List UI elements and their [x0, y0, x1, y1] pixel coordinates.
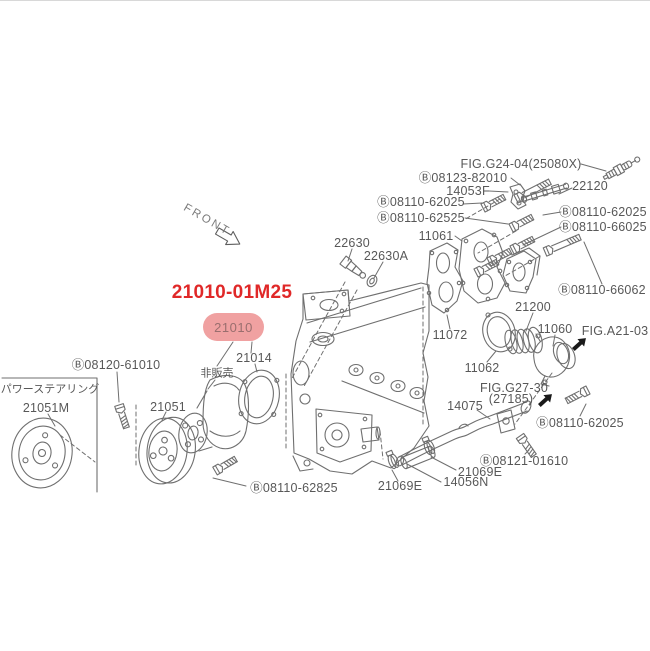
label-21200: 21200 — [515, 299, 551, 314]
label-27185: (27185) — [488, 391, 534, 406]
spark-plug-icon — [602, 156, 641, 180]
label-fig-g24-04: FIG.G24-04(25080X) — [460, 156, 582, 171]
selected-part-number-title: 21010-01M25 — [171, 282, 293, 303]
water-hose-drawing — [385, 435, 436, 470]
label-14053f: 14053F — [446, 183, 490, 198]
label-08110-62825: Ⓑ08110-62825 — [250, 480, 338, 495]
label-21051: 21051 — [150, 399, 186, 414]
label-22630a: 22630A — [363, 248, 409, 263]
label-11061: 11061 — [418, 228, 454, 243]
label-11062: 11062 — [464, 360, 500, 375]
leader-lines — [47, 163, 607, 487]
power-steering-pulley-drawing — [1, 377, 98, 493]
label-14056n: 14056N — [443, 474, 489, 489]
fig-a21-arrow-icon — [572, 338, 586, 351]
label-22630: 22630 — [334, 235, 370, 250]
label-08110-62025-b: Ⓑ08110-62025 — [559, 204, 647, 219]
label-08110-62025-a: Ⓑ08110-62025 — [377, 194, 465, 209]
assembly-dashed-lines — [59, 198, 553, 467]
label-14075: 14075 — [447, 398, 483, 413]
water-pipe-drawing — [395, 400, 532, 467]
fig-g27-arrow-icon — [538, 394, 552, 407]
label-11072: 11072 — [432, 327, 468, 342]
label-21069e-b: 21069E — [377, 478, 423, 493]
label-fig-g27-30: FIG.G27-30 — [480, 380, 548, 395]
hose-clamp-icon — [421, 435, 436, 456]
label-11060: 11060 — [537, 321, 573, 336]
sensor-washer-icon — [366, 274, 378, 288]
thermostat-drawing — [482, 311, 576, 387]
highlighted-part-bubble[interactable]: 21010 — [203, 313, 264, 341]
label-08123-82010: Ⓑ08123-82010 — [418, 170, 508, 185]
thermo-sensor-icon — [339, 255, 367, 279]
label-22120: 22120 — [572, 178, 608, 193]
label-21051m: 21051M — [22, 400, 70, 415]
engine-block-drawing — [290, 282, 430, 475]
water-pump-drawing — [178, 369, 280, 454]
label-08110-66062: Ⓑ08110-66062 — [558, 282, 646, 297]
front-arrow-icon — [214, 227, 241, 246]
bolt-icons — [114, 177, 591, 476]
label-hihanbai: 非販売 — [200, 367, 234, 380]
front-cover-drawing — [426, 228, 541, 314]
label-21069e-a: 21069E — [457, 464, 503, 479]
label-power-steering: パワーステアリング — [0, 383, 100, 396]
label-08110-62525: Ⓑ08110-62525 — [377, 210, 465, 225]
label-08110-62025-c: Ⓑ08110-62025 — [536, 415, 624, 430]
label-21014: 21014 — [236, 350, 272, 365]
label-08120-61010: Ⓑ08120-61010 — [71, 357, 161, 372]
label-08110-66025: Ⓑ08110-66025 — [559, 219, 647, 234]
label-08121-01610: Ⓑ08121-01610 — [479, 453, 569, 468]
power-steering-section-border — [1, 377, 98, 493]
fan-pulley-drawing — [138, 416, 196, 485]
hose-clamp-icon — [385, 449, 400, 470]
label-fig-a21-03: FIG.A21-03 — [581, 323, 649, 338]
